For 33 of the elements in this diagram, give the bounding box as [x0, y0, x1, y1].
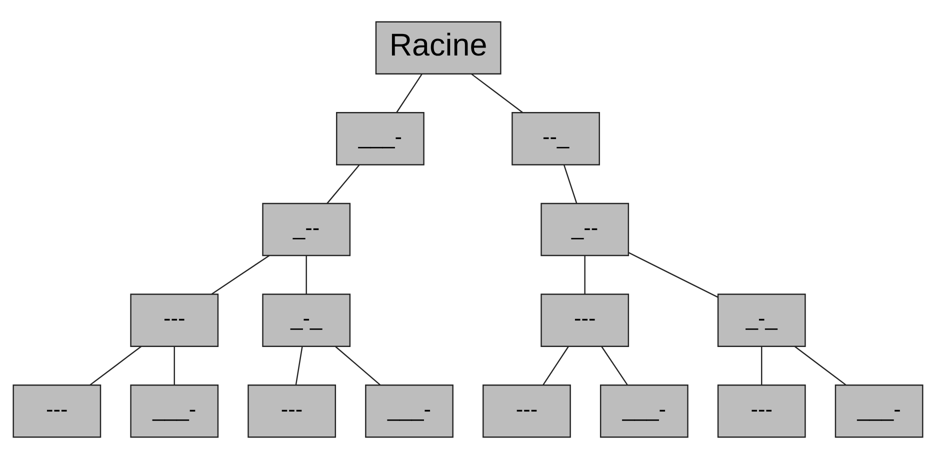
node-box: _-_ — [262, 294, 351, 347]
connector — [326, 164, 360, 204]
connector — [90, 346, 142, 386]
connector — [306, 256, 307, 294]
node-box: --- — [130, 294, 219, 347]
connector — [396, 74, 422, 113]
node-box: --- — [248, 384, 336, 438]
connector — [174, 346, 175, 386]
node-box: ___- — [336, 112, 424, 166]
connector — [601, 346, 628, 386]
node-box: ___- — [130, 384, 219, 438]
connector — [295, 346, 303, 386]
node-box: --- — [717, 384, 806, 438]
node-box: ___- — [834, 384, 924, 438]
node-box: --- — [482, 384, 571, 438]
node-box: _-- — [540, 202, 630, 256]
connector — [628, 252, 718, 298]
node-box: --_ — [512, 112, 600, 166]
connector — [794, 346, 846, 386]
node-box: Racine — [375, 21, 502, 75]
connector — [211, 255, 270, 295]
connector — [542, 346, 569, 386]
node-box: --- — [540, 294, 630, 347]
node-box: --- — [12, 384, 102, 438]
node-box: _-- — [262, 202, 351, 256]
connector — [584, 256, 586, 294]
connector — [563, 164, 578, 204]
node-box: ___- — [365, 384, 454, 438]
node-box: ___- — [600, 384, 688, 438]
connector — [335, 346, 381, 386]
node-box: _-_ — [717, 294, 806, 347]
connector — [471, 73, 523, 113]
connector — [761, 346, 762, 386]
